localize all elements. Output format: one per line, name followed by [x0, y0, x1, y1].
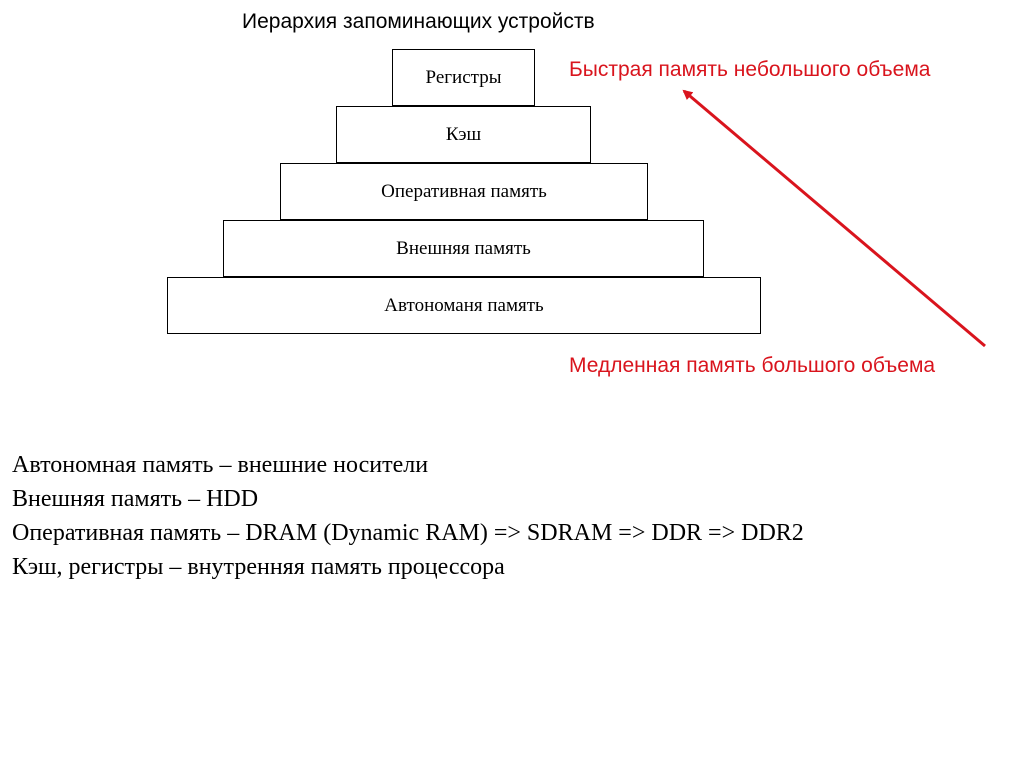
description-line-offline: Автономная память – внешние носители — [12, 452, 429, 478]
pyramid-level-offline: Автономаня память — [167, 277, 761, 334]
description-line-external: Внешняя память – HDD — [12, 486, 259, 512]
description-line-ram: Оперативная память – DRAM (Dynamic RAM) … — [12, 520, 804, 546]
annotation-slow-memory: Медленная память большого объема — [569, 354, 936, 377]
annotation-fast-memory: Быстрая память небольшого объема — [569, 58, 931, 81]
diagram-title: Иерархия запоминающих устройств — [242, 10, 595, 33]
pyramid-level-ram: Оперативная память — [280, 163, 648, 220]
pyramid-level-external: Внешняя память — [223, 220, 704, 277]
pyramid-level-registers: Регистры — [392, 49, 535, 106]
description-line-cache: Кэш, регистры – внутренняя память процес… — [12, 554, 505, 580]
description-block: Автономная память – внешние носители Вне… — [12, 448, 804, 584]
pyramid-level-cache: Кэш — [336, 106, 591, 163]
